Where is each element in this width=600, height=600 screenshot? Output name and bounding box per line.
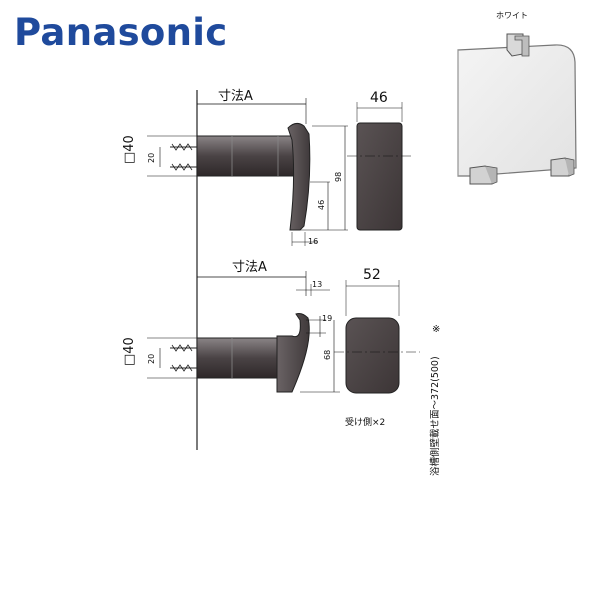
top-side-block: [356, 122, 403, 231]
vertical-note: 浴槽側壁載せ面～372(500): [429, 356, 441, 476]
top-width: 46: [370, 90, 388, 106]
asterisk-mark: ※: [432, 324, 440, 335]
brand-logo: Panasonic: [14, 11, 228, 54]
bottom-width: 52: [363, 267, 381, 283]
bottom-side-block: [345, 317, 400, 394]
top-arm-height: 46: [317, 200, 326, 210]
bottom-height: 68: [323, 350, 332, 360]
bottom-screw-pitch: 20: [147, 354, 156, 364]
bottom-lip-depth: 19: [322, 314, 332, 323]
bottom-dim-a: 寸法A: [232, 260, 267, 275]
screw-upper-b: [170, 344, 197, 352]
screw-upper: [170, 143, 197, 151]
top-dim-a: 寸法A: [218, 89, 253, 104]
screw-lower-b: [170, 364, 197, 372]
top-post-size: □40: [122, 135, 137, 164]
top-height-total: 98: [334, 172, 343, 182]
top-screw-pitch: 20: [147, 153, 156, 163]
top-tip-depth: 16: [308, 237, 318, 246]
product-illustration: [457, 33, 577, 185]
receiver-tip: [276, 313, 310, 393]
color-label: ホワイト: [496, 11, 528, 20]
receiver-note: 受け側×2: [345, 416, 385, 428]
hook-tip: [287, 122, 311, 231]
bottom-view: 寸法A 13 19 68 □40 20 52 受け側×2 浴槽側壁載せ面～372…: [122, 260, 441, 476]
top-view: 寸法A □40 20 98 46 16 46: [122, 89, 412, 246]
bottom-post-size: □40: [122, 337, 137, 366]
bottom-lip: 13: [312, 280, 322, 289]
screw-lower: [170, 163, 197, 171]
